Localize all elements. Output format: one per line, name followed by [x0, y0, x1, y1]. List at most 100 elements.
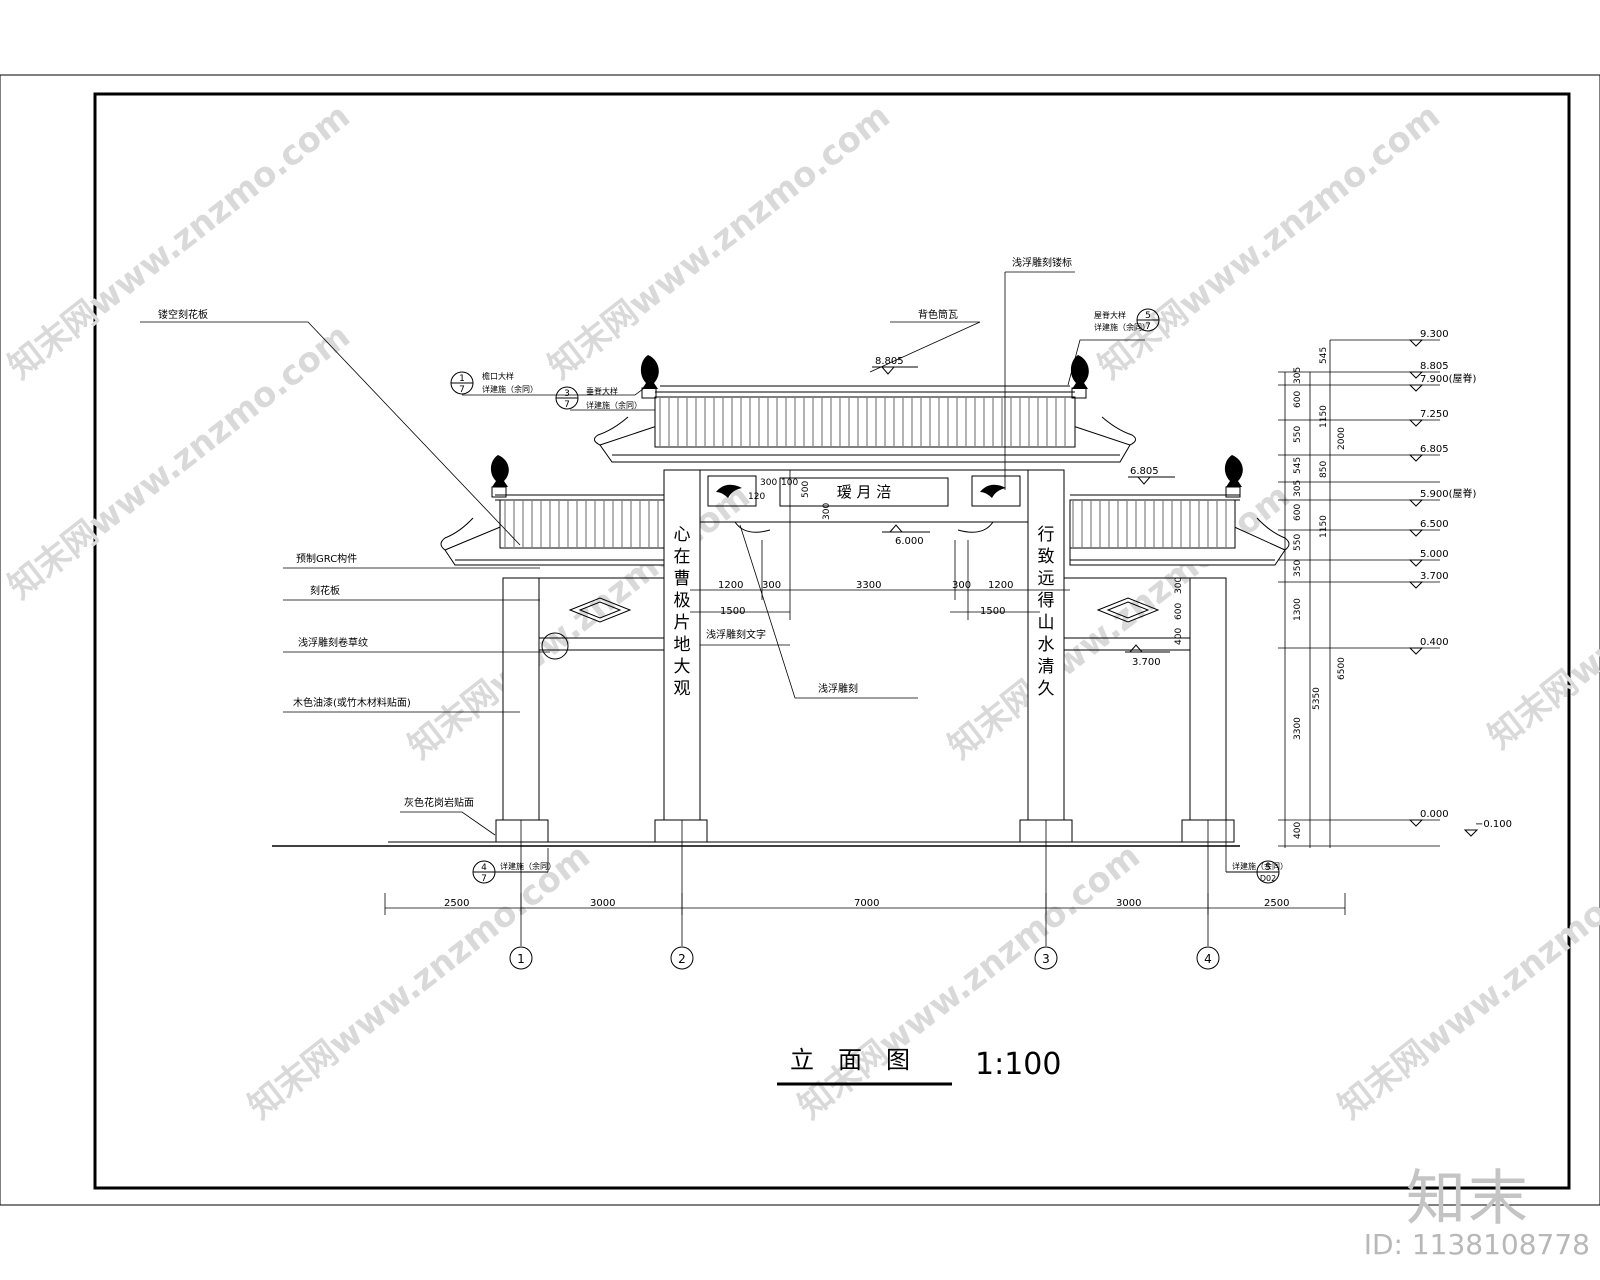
watermark: 知末网www.znzmo.com: [1091, 96, 1448, 387]
couplet-char: 片: [674, 613, 691, 633]
right-dim-labels: 3056005505453056005503501300330040054511…: [1293, 347, 1347, 839]
dim-chain-c: 5350: [1312, 687, 1322, 710]
central-roof-tiles: [659, 398, 1066, 446]
couplet-char: 极: [674, 591, 691, 611]
detail-marker-3: 5 7: [1136, 308, 1160, 332]
watermark: 知末网www.znzmo.com: [1331, 836, 1600, 1127]
level-label: 7.250: [1420, 409, 1449, 420]
level-label: 0.000: [1420, 809, 1449, 820]
svg-text:5: 5: [1145, 311, 1151, 321]
level-label: 8.805: [1420, 361, 1449, 372]
svg-text:3.700: 3.700: [1132, 657, 1161, 668]
level-label: 5.000: [1420, 549, 1449, 560]
right-level-labels: 9.3008.8057.900(屋脊)7.2506.8055.900(屋脊)6.…: [1408, 329, 1512, 837]
dim-w300-right: 300: [952, 580, 971, 591]
callout-ridge: 背色筒瓦: [918, 308, 958, 321]
dim-bottom-3: 3000: [1116, 898, 1141, 909]
level-label: 6.805: [1420, 444, 1449, 455]
watermark: 知末网www.znzmo.com: [541, 96, 898, 387]
svg-text:4: 4: [481, 863, 487, 873]
svg-text:D02: D02: [1260, 874, 1276, 883]
drawing-scale: 1:100: [975, 1047, 1061, 1082]
bottom-dimension-chain: [384, 820, 1346, 946]
couplet-char: 山: [1038, 613, 1055, 633]
couplet-char: 曹: [674, 569, 691, 589]
dim-h400: 400: [1174, 628, 1184, 645]
level-label: 5.900(屋脊): [1420, 487, 1477, 500]
dim-chain-a: 400: [1293, 822, 1303, 839]
detail-marker-1: 1 7: [450, 371, 474, 395]
svg-text:3: 3: [564, 389, 570, 399]
svg-text:3: 3: [1042, 952, 1050, 966]
central-beam: [699, 469, 1029, 533]
dim-bottom-4: 2500: [1264, 898, 1289, 909]
ridge-ornament-right: [1070, 355, 1089, 399]
dim-chain-b: 1150: [1319, 515, 1329, 538]
svg-text:1: 1: [517, 952, 525, 966]
svg-text:4: 4: [1204, 952, 1212, 966]
dim-h600: 600: [1174, 603, 1184, 620]
level-label: −0.100: [1475, 819, 1512, 830]
right-side-roof: [1069, 494, 1290, 566]
axis-bubble-3: 3: [1034, 946, 1058, 970]
watermark: 知末网www.znzmo.com: [1481, 466, 1600, 757]
callout-mid-note: 详建施（余同）: [586, 400, 642, 410]
svg-text:5: 5: [1265, 863, 1271, 873]
brand-logo: 知末: [1406, 1164, 1530, 1234]
sheet-outer-border: [0, 74, 1600, 1206]
dim-chain-b: 850: [1319, 461, 1329, 478]
emblem-left-icon: [716, 484, 742, 498]
dim-bottom-1: 3000: [590, 898, 615, 909]
dim-chain-a: 550: [1293, 534, 1303, 551]
elev-marker-lower: 3.700: [1125, 644, 1170, 668]
couplet-char: 水: [1038, 635, 1055, 655]
svg-text:6.000: 6.000: [895, 536, 924, 547]
couplet-char: 心: [674, 525, 691, 545]
callout-top-note: 详建施（余同）: [1094, 322, 1150, 332]
callout-mid-detail: 垂脊大样: [586, 386, 618, 396]
dim-chain-a: 600: [1293, 504, 1303, 521]
dim-chain-a: 305: [1293, 367, 1303, 384]
level-label: 9.300: [1420, 329, 1449, 340]
elev-marker-top: 8.805: [872, 356, 918, 375]
dim-w1200-left: 1200: [718, 580, 743, 591]
svg-text:7: 7: [1145, 322, 1151, 332]
callout-base-detail-right: 详建施（余同）: [1232, 861, 1288, 871]
svg-text:7: 7: [459, 385, 465, 395]
callout-carved-board: 刻花板: [310, 584, 340, 597]
couplet-char: 远: [1038, 569, 1055, 589]
callout-relief-grass: 浅浮雕刻卷草纹: [298, 636, 368, 649]
level-label: 3.700: [1420, 571, 1449, 582]
dim-w1500-right: 1500: [980, 606, 1005, 617]
dim-chain-b: 545: [1319, 347, 1329, 364]
dim-h300: 300: [760, 478, 777, 488]
right-dimension-chain: [1278, 339, 1440, 848]
sheet-inner-border: [93, 92, 1571, 1190]
left-side-roof: [440, 494, 666, 566]
dim-chain-a: 600: [1293, 391, 1303, 408]
dim-chain-b: 1150: [1319, 405, 1329, 428]
elev-marker-side: 6.805: [1128, 466, 1175, 485]
dim-chain-a: 1300: [1293, 598, 1303, 621]
couplet-char: 行: [1038, 525, 1055, 545]
callout-eave-detail: 檐口大样: [482, 371, 514, 381]
dim-bottom-2: 7000: [854, 898, 879, 909]
couplet-char: 在: [674, 547, 691, 567]
couplet-char: 清: [1038, 657, 1055, 677]
svg-text:6.805: 6.805: [1130, 466, 1159, 477]
dim-chain-c: 6500: [1337, 657, 1347, 680]
dim-h500: 500: [801, 481, 811, 498]
level-label: 7.900(屋脊): [1420, 372, 1477, 385]
svg-text:8.805: 8.805: [875, 356, 904, 367]
axis-bubble-1: 1: [509, 946, 533, 970]
central-roof: [594, 385, 1136, 463]
watermark: 知末网www.znzmo.com: [241, 836, 598, 1127]
dim-chain-a: 550: [1293, 426, 1303, 443]
svg-text:7: 7: [481, 874, 487, 884]
watermark-layer: 知末网www.znzmo.com 知末网www.znzmo.com 知末网www…: [1, 96, 1600, 1127]
axis-bubble-2: 2: [670, 946, 694, 970]
inner-dimensions: [690, 470, 1070, 620]
